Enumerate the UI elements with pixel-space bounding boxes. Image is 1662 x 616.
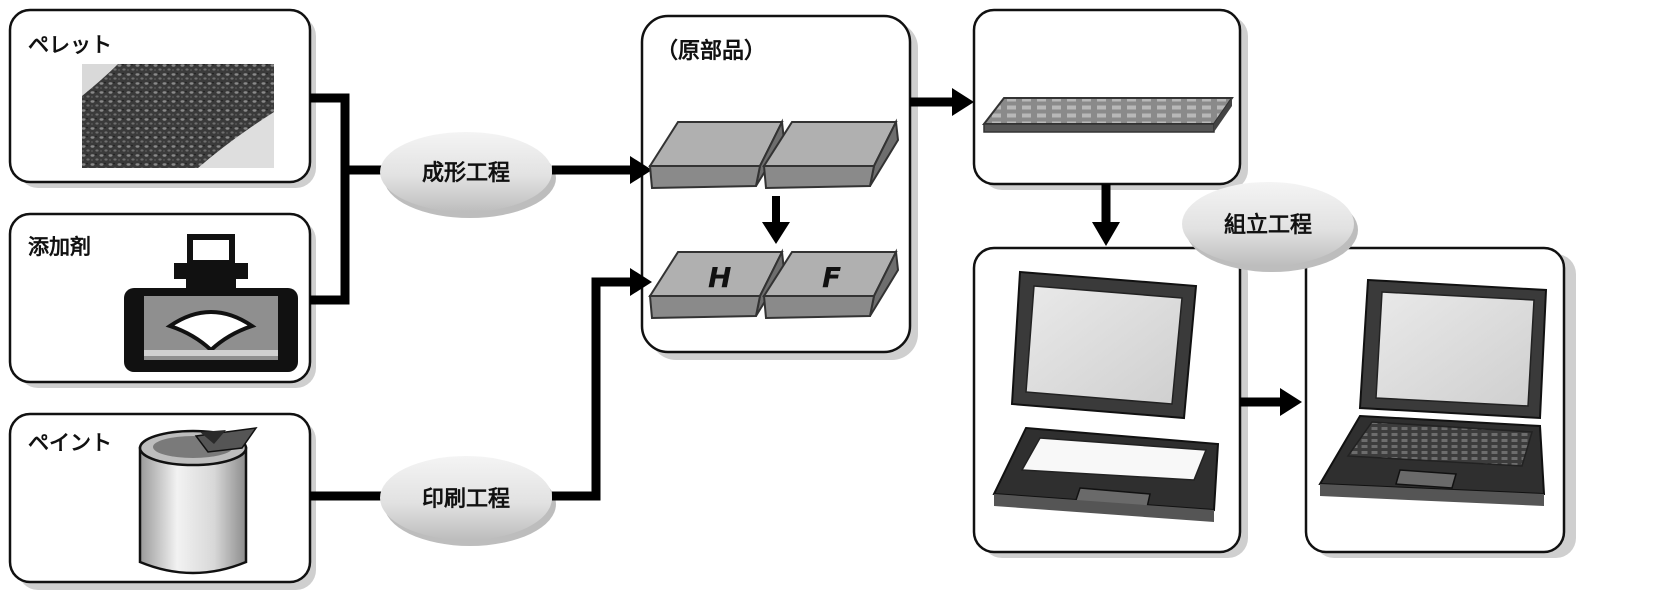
- keyboard-panel-icon: [981, 97, 1234, 133]
- additive-label: 添加剤: [28, 235, 91, 259]
- keycap-h: H: [648, 248, 786, 320]
- printing-label: 印刷工程: [422, 487, 510, 512]
- pellet-granules-image: [82, 64, 274, 168]
- assembly-label: 組立工程: [1224, 212, 1312, 238]
- keycap-h-letter: H: [708, 261, 731, 294]
- keycap-f-letter: F: [822, 261, 841, 294]
- laptop-finished-icon: [1318, 278, 1548, 506]
- down-arrow-parts: [762, 196, 790, 244]
- paint-can-icon: [138, 427, 258, 575]
- laptop-unassembled-icon: [992, 270, 1220, 522]
- molding-arrow: [552, 156, 652, 184]
- input-connector: [310, 93, 385, 305]
- paint-label: ペイント: [28, 431, 112, 455]
- assembly-process: 組立工程: [1182, 182, 1358, 272]
- parts-to-keyboard-arrow: [910, 88, 974, 116]
- blank-keycap-1: [648, 118, 786, 190]
- molding-label: 成形工程: [422, 161, 510, 186]
- additive-bottle-icon: [124, 234, 298, 372]
- laptop-to-finished-arrow: [1240, 388, 1302, 416]
- pellet-label: ペレット: [28, 33, 112, 57]
- blank-keycap-2: [762, 118, 900, 190]
- raw-parts-title: （原部品）: [656, 38, 766, 64]
- keycap-f: F: [762, 248, 900, 320]
- printing-arrow: [552, 268, 652, 501]
- printing-process: 印刷工程: [380, 456, 556, 546]
- keyboard-to-laptop-arrow: [1092, 184, 1120, 246]
- molding-process: 成形工程: [380, 132, 556, 218]
